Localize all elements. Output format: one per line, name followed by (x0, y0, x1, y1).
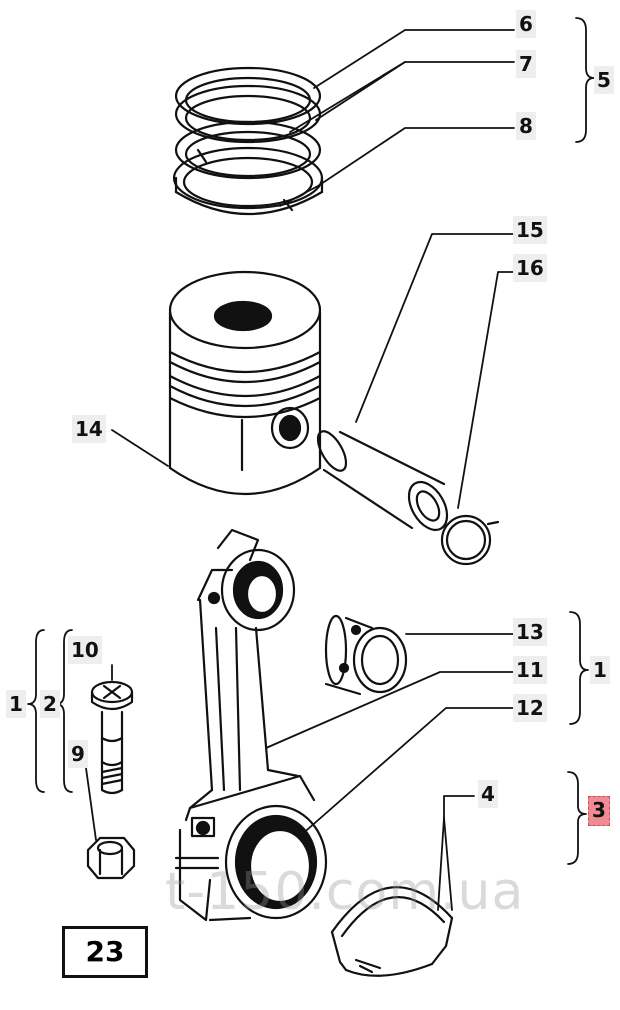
callout-14: 14 (72, 415, 106, 443)
callout-8: 8 (516, 112, 536, 140)
figure-number: 23 (62, 926, 148, 978)
circlip (440, 514, 500, 566)
callout-1-right: 1 (590, 656, 610, 684)
watermark: t-150.com.ua (165, 862, 525, 922)
piston-rings (172, 66, 324, 215)
rod-nut (86, 836, 136, 880)
callout-12: 12 (513, 694, 547, 722)
callout-2: 2 (40, 690, 60, 718)
callout-13: 13 (513, 618, 547, 646)
callout-4: 4 (478, 780, 498, 808)
callout-11: 11 (513, 656, 547, 684)
connecting-rod (174, 528, 328, 922)
small-end-bush (324, 614, 408, 696)
callout-9: 9 (68, 740, 88, 768)
callout-6: 6 (516, 10, 536, 38)
callout-15: 15 (513, 216, 547, 244)
rod-bolt (90, 680, 134, 795)
callout-1-left: 1 (6, 690, 26, 718)
leader-lines (85, 29, 515, 911)
callout-3-highlighted[interactable]: 3 (588, 796, 610, 826)
callout-7: 7 (516, 50, 536, 78)
callout-5: 5 (594, 66, 614, 94)
piston-pin (316, 430, 449, 531)
grouping-braces (27, 17, 595, 865)
callout-16: 16 (513, 254, 547, 282)
callout-10: 10 (68, 636, 102, 664)
piston (168, 270, 322, 496)
